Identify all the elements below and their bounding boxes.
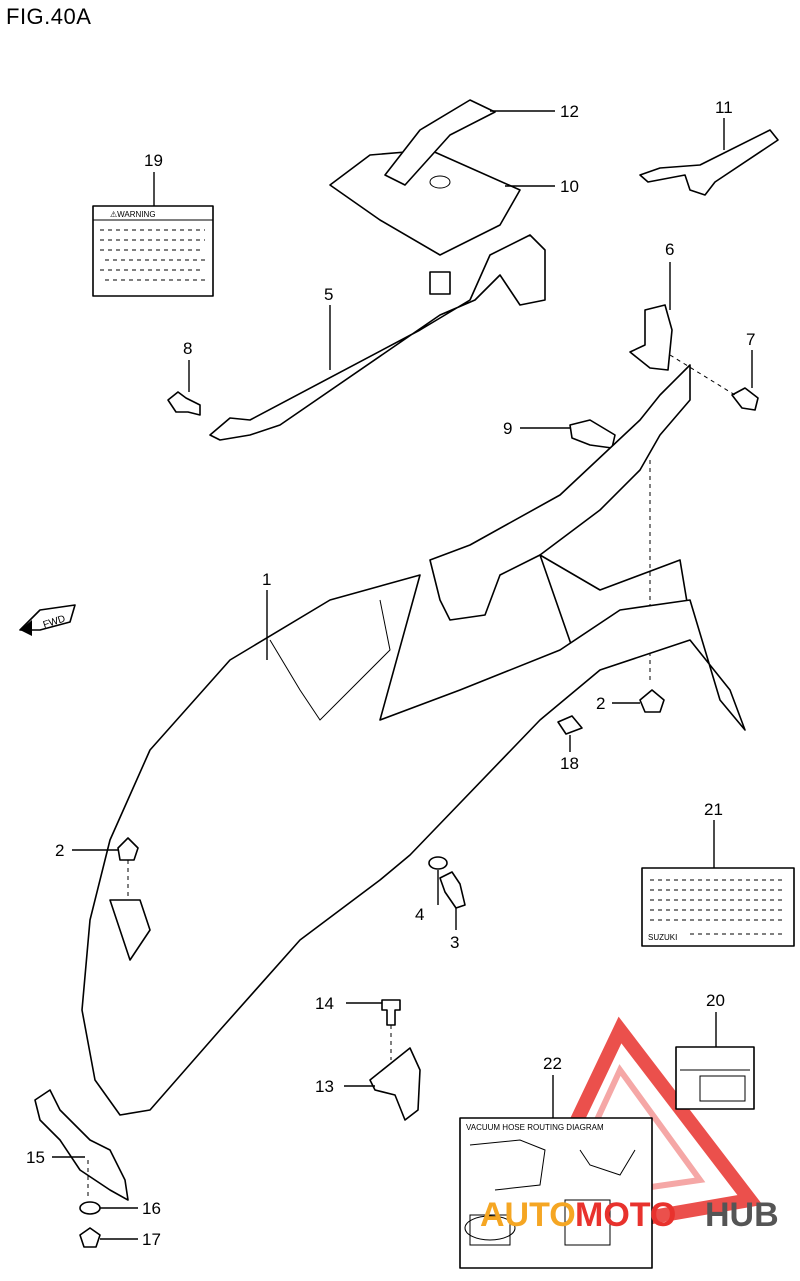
part-12-strap	[384, 99, 496, 186]
callout-2-front: 2	[55, 841, 64, 860]
callout-10: 10	[560, 177, 579, 196]
callout-2-rear: 2	[596, 694, 605, 713]
part-13-clamp	[369, 1047, 421, 1121]
part-11-bracket	[639, 129, 779, 196]
watermark-auto: AUTO	[480, 1196, 576, 1234]
callout-19: 19	[144, 151, 163, 170]
part-21-suzuki-label: SUZUKI	[641, 867, 795, 947]
part-22-vacuum-label: VACUUM HOSE ROUTING DIAGRAM	[459, 1117, 653, 1269]
part-14-bolt	[381, 999, 401, 1026]
callout-13: 13	[315, 1077, 334, 1096]
part-1-rear-fender	[81, 574, 746, 1116]
callout-9: 9	[503, 419, 512, 438]
watermark-moto: MOTO	[575, 1196, 676, 1234]
callout-15: 15	[26, 1148, 45, 1167]
part-2-bolt-front	[117, 837, 139, 861]
part-7-bolt	[731, 387, 759, 411]
part-18-pad	[557, 715, 583, 735]
part-4-washer	[428, 856, 448, 870]
callout-18: 18	[560, 754, 579, 773]
callout-22: 22	[543, 1054, 562, 1073]
watermark-text: AUTO MOTO HUB	[480, 1196, 779, 1234]
callout-4: 4	[415, 905, 424, 924]
part-19-warning-label: ⚠WARNING	[92, 205, 214, 297]
callout-6: 6	[665, 240, 674, 259]
callout-20: 20	[706, 991, 725, 1010]
callout-16: 16	[142, 1199, 161, 1218]
callout-5: 5	[324, 285, 333, 304]
warning-label-text: ⚠WARNING	[110, 210, 156, 219]
callout-11: 11	[715, 98, 733, 117]
callout-21: 21	[704, 800, 723, 819]
callout-12: 12	[560, 102, 579, 121]
callout-8: 8	[183, 339, 192, 358]
suzuki-label-text: SUZUKI	[648, 933, 677, 942]
callout-14: 14	[315, 994, 334, 1013]
callout-7: 7	[746, 330, 755, 349]
part-6-bracket	[629, 304, 673, 371]
watermark-hub: HUB	[705, 1196, 779, 1234]
part-2-bolt-rear	[639, 689, 665, 713]
part-8-bolt	[167, 391, 201, 416]
part-17-washer	[79, 1227, 101, 1248]
fwd-arrow-icon: FWD	[19, 604, 76, 636]
part-5-stay	[209, 234, 546, 441]
part-10-seat-cover	[329, 149, 521, 256]
vacuum-label-text: VACUUM HOSE ROUTING DIAGRAM	[466, 1123, 604, 1132]
part-15-bracket	[34, 1089, 129, 1201]
callout-3: 3	[450, 933, 459, 952]
part-16-nut	[79, 1201, 101, 1215]
callout-1: 1	[262, 570, 271, 589]
callout-17: 17	[142, 1230, 161, 1249]
part-9-bracket	[569, 419, 616, 449]
part-20-label	[675, 1046, 755, 1110]
part-3-screw	[439, 871, 466, 909]
figure-title: FIG.40A	[6, 4, 92, 29]
